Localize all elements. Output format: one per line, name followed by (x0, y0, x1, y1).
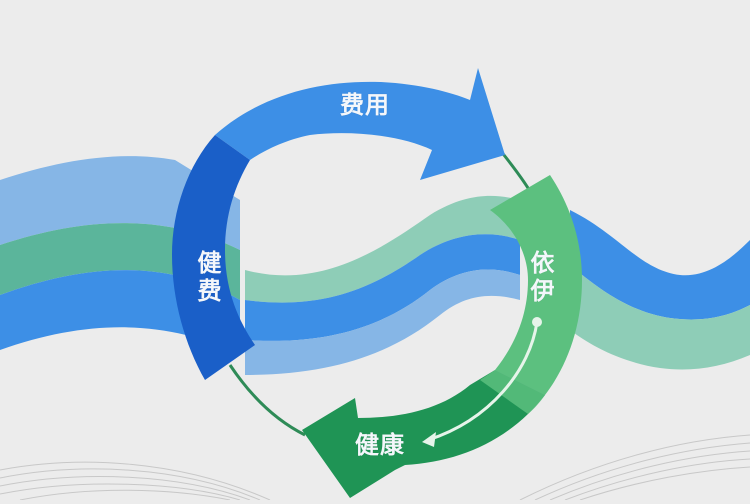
label-health-cost: 健费 (193, 250, 221, 306)
arrow-bottom-segment (302, 370, 545, 498)
label-expense: 费用 (340, 91, 390, 119)
line-pattern-left (0, 461, 271, 501)
arrow-right-segment (490, 175, 582, 395)
arrow-top-segment (215, 68, 505, 180)
arrow-left-segment (172, 135, 255, 380)
line-pattern-right (519, 434, 750, 501)
label-reliance: 依伊 (526, 250, 554, 306)
label-health: 健康 (355, 431, 405, 459)
wave-ribbons-center (245, 195, 520, 375)
wave-ribbons-right (570, 210, 750, 370)
inner-arrow (422, 317, 542, 447)
